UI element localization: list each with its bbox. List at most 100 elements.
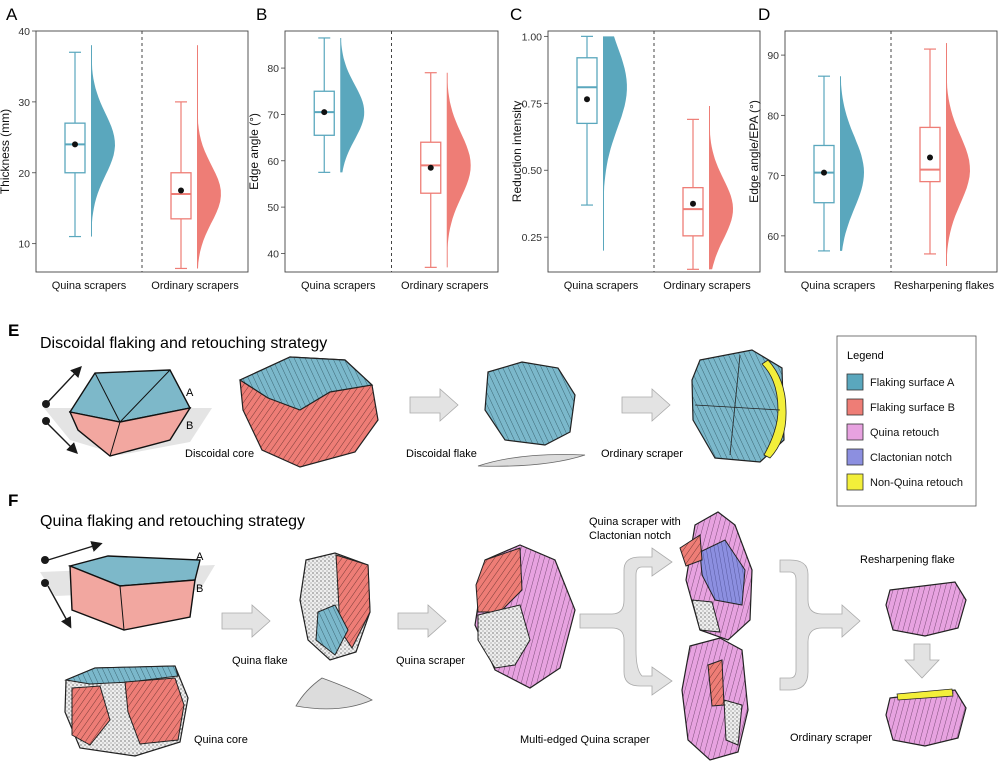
resharpening-label: Resharpening flake xyxy=(860,554,955,566)
notch-scraper-label-2: Clactonian notch xyxy=(589,530,671,542)
multi-edged-scraper-artifact xyxy=(681,637,749,761)
x-category-label: Quina scrapers xyxy=(801,280,876,292)
box-iqr xyxy=(682,186,704,237)
series-2: Resharpening flakes xyxy=(894,43,995,292)
y-tick-label: 0.50 xyxy=(522,165,543,177)
series-1: Quina scrapers xyxy=(301,37,376,292)
x-category-label: Quina scrapers xyxy=(52,280,127,292)
density-shape xyxy=(197,45,221,269)
y-tick-label: 30 xyxy=(18,97,30,109)
y-tick-label: 40 xyxy=(18,26,30,38)
density-shape xyxy=(446,72,471,268)
density-shape xyxy=(840,76,864,251)
y-tick-label: 60 xyxy=(267,156,279,168)
arrow-down-f xyxy=(904,643,940,679)
y-tick-label: 20 xyxy=(18,168,30,180)
ordinary-scraper-label-e: Ordinary scraper xyxy=(601,448,683,460)
box-iqr xyxy=(576,57,598,125)
series-1: Quina scrapers xyxy=(564,35,639,292)
discoidal-flake-artifact xyxy=(477,361,586,467)
y-axis-label: Edge angle (°) xyxy=(247,113,261,190)
mean-point xyxy=(821,169,827,176)
legend-item-label: Clactonian notch xyxy=(870,452,952,464)
y-tick-label: 80 xyxy=(267,63,279,75)
y-tick-label: 70 xyxy=(267,109,279,121)
legend-item-label: Non-Quina retouch xyxy=(870,477,963,489)
mean-point xyxy=(584,96,590,103)
legend-swatch xyxy=(846,423,864,441)
panel-letter: C xyxy=(510,5,522,24)
legend-item-label: Flaking surface A xyxy=(870,377,955,389)
x-category-label: Quina scrapers xyxy=(564,280,639,292)
legend-title: Legend xyxy=(847,350,884,362)
mean-point xyxy=(427,164,434,171)
panel-letter-f: F xyxy=(8,491,18,510)
y-tick-label: 90 xyxy=(767,50,779,62)
panel-letter: D xyxy=(758,5,770,24)
x-category-label: Quina scrapers xyxy=(301,280,376,292)
mean-point xyxy=(178,187,184,194)
x-category-label: Ordinary scrapers xyxy=(401,280,489,292)
section-e: E Discoidal flaking and retouching strat… xyxy=(8,321,787,468)
y-axis-label: Edge angle/EPA (°) xyxy=(747,100,761,203)
section-f: F Quina flaking and retouching strategy … xyxy=(8,491,967,761)
x-category-label: Ordinary scrapers xyxy=(151,280,239,292)
panel-letter: A xyxy=(6,5,18,24)
quina-flake-artifact xyxy=(295,552,373,710)
ordinary-scraper-label-f: Ordinary scraper xyxy=(790,732,872,744)
legend-item-label: Flaking surface B xyxy=(870,402,955,414)
panel-letter: B xyxy=(256,5,267,24)
panel-letter-e: E xyxy=(8,321,19,340)
notch-scraper-label-1: Quina scraper with xyxy=(589,516,681,528)
discoidal-flake-label: Discoidal flake xyxy=(406,448,477,460)
discoidal-core-artifact xyxy=(238,356,379,468)
arrow-f1 xyxy=(221,604,271,638)
mean-point xyxy=(72,141,78,148)
arrow-e2 xyxy=(621,388,671,422)
arrow-f2 xyxy=(397,604,447,638)
quina-core-label: Quina core xyxy=(194,734,248,746)
quina-core-artifact xyxy=(64,665,189,757)
mean-point xyxy=(321,109,328,116)
y-axis-label: Reduction intensity xyxy=(510,101,524,202)
section-f-title: Quina flaking and retouching strategy xyxy=(40,513,305,530)
section-e-title: Discoidal flaking and retouching strateg… xyxy=(40,335,327,352)
discoidal-label-b: B xyxy=(186,420,193,432)
ordinary-scraper-artifact xyxy=(691,349,787,463)
quina-label-a: A xyxy=(196,551,204,563)
density-shape xyxy=(946,43,970,266)
branch-arrow xyxy=(579,547,673,696)
y-tick-label: 0.25 xyxy=(522,232,543,244)
notch-scraper-artifact xyxy=(679,511,753,641)
quina-core-schematic: A B xyxy=(40,541,215,631)
series-2: Ordinary scrapers xyxy=(663,105,751,292)
multi-scraper-label: Multi-edged Quina scraper xyxy=(520,734,650,746)
y-tick-label: 60 xyxy=(767,231,779,243)
merge-arrow xyxy=(779,559,861,691)
y-tick-label: 0.75 xyxy=(522,98,543,110)
discoidal-core-schematic: A B xyxy=(42,365,212,457)
arrow-e1 xyxy=(409,388,459,422)
y-tick-label: 40 xyxy=(267,248,279,260)
y-tick-label: 1.00 xyxy=(522,31,543,43)
box-iqr xyxy=(64,122,86,174)
series-2: Ordinary scrapers xyxy=(401,72,489,292)
density-shape xyxy=(603,36,627,251)
y-axis-label: Thickness (mm) xyxy=(0,109,12,194)
legend-swatch xyxy=(846,473,864,491)
legend-swatch xyxy=(846,373,864,391)
series-1: Quina scrapers xyxy=(801,75,876,292)
series-1: Quina scrapers xyxy=(52,45,127,292)
y-tick-label: 70 xyxy=(767,171,779,183)
legend: Legend Flaking surface A Flaking surface … xyxy=(836,335,977,507)
legend-swatch xyxy=(846,448,864,466)
y-tick-label: 80 xyxy=(767,110,779,122)
discoidal-label-a: A xyxy=(186,387,194,399)
density-shape xyxy=(91,45,115,237)
box-iqr xyxy=(170,172,192,220)
y-tick-label: 50 xyxy=(267,202,279,214)
density-shape xyxy=(340,37,365,173)
